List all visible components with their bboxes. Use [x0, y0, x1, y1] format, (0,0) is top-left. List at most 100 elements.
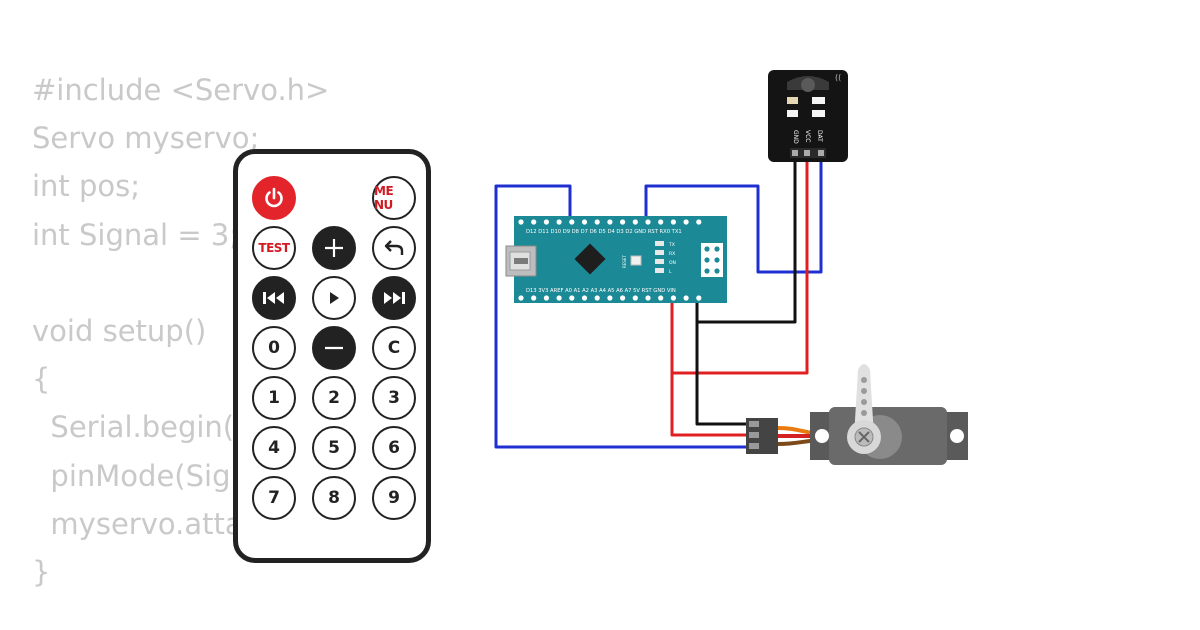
header-pin	[569, 219, 575, 225]
led-label-l: L	[669, 269, 672, 275]
code-line: Servo myservo;	[32, 121, 260, 156]
icsp-header	[701, 243, 723, 277]
header-pin	[543, 219, 550, 225]
header-pin	[632, 219, 638, 225]
header-pin	[581, 219, 588, 225]
top-pin-labels: D12 D11 D10 D9 D8 D7 D6 D5 D4 D3 D2 GND …	[526, 229, 682, 235]
remote-button-label: TEST	[258, 241, 290, 255]
header-pin	[569, 295, 575, 301]
remote-button-test[interactable]: TEST	[252, 226, 296, 270]
header-pin	[658, 295, 664, 301]
remote-button-label: 5	[328, 438, 340, 458]
header-pin	[645, 219, 651, 225]
remote-button-power[interactable]	[252, 176, 296, 220]
remote-button-one[interactable]: 1	[252, 376, 296, 420]
header-pin	[594, 295, 600, 301]
header-pin	[670, 295, 677, 301]
plus-icon	[323, 237, 345, 259]
led-label-tx: TX	[668, 242, 675, 248]
remote-button-seven[interactable]: 7	[252, 476, 296, 520]
remote-button-label: C	[387, 338, 401, 358]
remote-button-menu[interactable]: ME NU	[372, 176, 416, 220]
remote-button-plus[interactable]	[312, 226, 356, 270]
remote-button-six[interactable]: 6	[372, 426, 416, 470]
reset-label: RESET	[622, 255, 627, 268]
arduino-nano-board: D12 D11 D10 D9 D8 D7 D6 D5 D4 D3 D2 GND …	[505, 216, 727, 303]
ir-pin-label-gnd: GND	[792, 130, 799, 144]
wire-blue-ir-data	[644, 162, 823, 274]
remote-button-label: 7	[268, 488, 280, 508]
ir-remote-control: ME NU TEST 0 C 1 2 3 4 5 6 7 8 9	[233, 149, 431, 563]
header-pin	[658, 219, 664, 225]
header-pin	[531, 219, 537, 225]
remote-button-clear[interactable]: C	[372, 326, 416, 370]
remote-button-nine[interactable]: 9	[372, 476, 416, 520]
ir-receiver-module: (( GND VCC DAT	[768, 70, 848, 162]
wire-red-servo	[670, 373, 748, 437]
wire-black-gnd	[695, 162, 797, 324]
remote-button-back[interactable]	[372, 226, 416, 270]
wire-black-servo	[695, 322, 748, 426]
back-arrow-icon	[383, 237, 405, 259]
header-pin	[683, 219, 689, 225]
svg-text:((: ((	[835, 73, 841, 82]
remote-button-two[interactable]: 2	[312, 376, 356, 420]
header-pin	[518, 219, 524, 225]
remote-button-four[interactable]: 4	[252, 426, 296, 470]
servo-connector	[746, 418, 826, 454]
remote-button-label: 3	[388, 388, 400, 408]
header-pin	[556, 219, 562, 225]
remote-button-three[interactable]: 3	[372, 376, 416, 420]
remote-button-eight[interactable]: 8	[312, 476, 356, 520]
fast-forward-icon	[382, 290, 406, 306]
play-icon	[327, 291, 341, 305]
remote-button-minus[interactable]	[312, 326, 356, 370]
header-pin	[620, 295, 626, 301]
remote-button-label: 2	[328, 388, 340, 408]
remote-button-label: 8	[328, 488, 340, 508]
code-line: #include <Servo.h>	[32, 73, 330, 107]
remote-button-next[interactable]	[372, 276, 416, 320]
reset-button[interactable]	[630, 255, 642, 266]
header-pin	[632, 295, 638, 301]
header-pin	[594, 219, 600, 225]
header-pin	[607, 219, 613, 225]
header-pin	[645, 295, 651, 301]
header-pin	[531, 295, 537, 301]
code-line: int pos;	[32, 169, 141, 204]
code-line: {	[32, 362, 51, 397]
bottom-pin-row	[518, 295, 702, 301]
remote-button-label: 9	[388, 488, 400, 508]
header-pin	[620, 219, 626, 225]
ir-pin-label-dat: DAT	[816, 130, 823, 142]
remote-button-label: 0	[268, 338, 280, 358]
wire-red-5v	[670, 162, 809, 375]
header-pin	[581, 295, 588, 301]
status-leds	[655, 241, 664, 273]
code-line: pinMode(Sig	[32, 458, 231, 493]
header-pin	[543, 295, 550, 301]
led-label-rx: RX	[669, 251, 675, 257]
servo-motor	[810, 364, 968, 465]
remote-button-five[interactable]: 5	[312, 426, 356, 470]
remote-button-play[interactable]	[312, 276, 356, 320]
header-pin	[696, 295, 702, 301]
remote-button-zero[interactable]: 0	[252, 326, 296, 370]
code-listing: #include <Servo.h> Servo myservo; int pos;…	[32, 66, 329, 596]
code-line: int Signal = 3;	[32, 217, 240, 252]
header-pin	[683, 295, 689, 301]
remote-button-prev[interactable]	[252, 276, 296, 320]
wire-blue-signal	[494, 184, 748, 449]
header-pin	[696, 219, 702, 225]
bottom-pin-labels: D13 3V3 AREF A0 A1 A2 A3 A4 A5 A6 A7 5V …	[526, 288, 676, 294]
ir-pin-label-vcc: VCC	[804, 130, 811, 142]
code-line: Serial.begin(	[32, 410, 235, 445]
header-pin	[518, 295, 524, 301]
remote-button-label: 1	[268, 388, 280, 408]
top-pin-row	[518, 219, 702, 225]
remote-button-label: 4	[268, 438, 280, 458]
power-icon	[262, 186, 286, 210]
code-line: void setup()	[32, 313, 207, 348]
minus-icon	[323, 337, 345, 359]
